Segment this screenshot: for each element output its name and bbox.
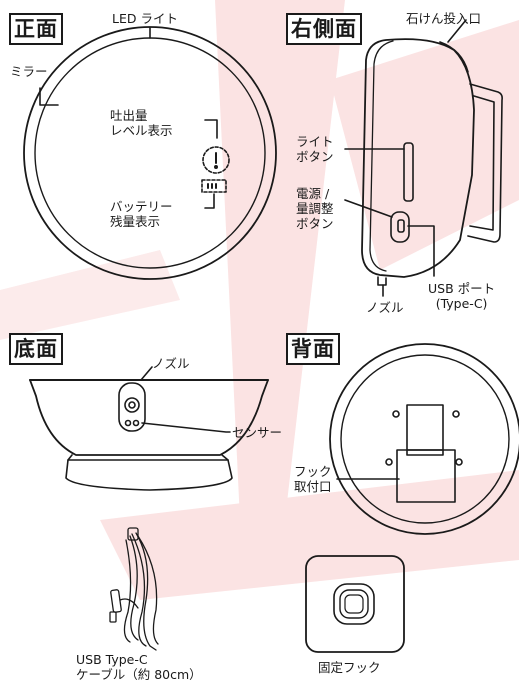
label-light-button-line2: ボタン [296, 149, 334, 164]
battery-indicator [201, 179, 227, 193]
usb-port [397, 219, 405, 233]
nozzle-sensor-housing [118, 382, 146, 432]
section-right-side: 右側面 [286, 13, 362, 45]
label-nozzle-bottom: ノズル [152, 356, 190, 371]
back-view [329, 343, 519, 535]
label-battery-line2: 残量表示 [110, 214, 161, 229]
fixed-hook [305, 555, 405, 653]
label-power-button-line1: 電源 / [296, 186, 330, 201]
light-button [403, 142, 414, 202]
right-side-view [344, 19, 503, 297]
label-usb-cable-line2: ケーブル（約 80cm） [76, 667, 202, 682]
label-mirror: ミラー [10, 64, 48, 79]
section-front: 正面 [9, 13, 63, 45]
front-view [23, 26, 277, 280]
label-nozzle-side: ノズル [366, 300, 404, 315]
label-light-button: ライト ボタン [296, 134, 334, 164]
hook-slot-upper [406, 404, 444, 456]
label-fixed-hook: 固定フック [318, 660, 381, 675]
nozzle-opening [124, 397, 140, 413]
power-button [390, 211, 410, 243]
label-output-level-line2: レベル表示 [110, 123, 173, 138]
label-led-light: LED ライト [112, 11, 178, 26]
label-usb-port-line1: USB ポート [428, 281, 496, 296]
label-power-button-line2: 量調整 [296, 201, 334, 216]
label-sensor: センサー [232, 425, 283, 440]
label-usb-port-line2: (Type-C) [435, 296, 488, 311]
label-hook-mount-line2: 取付口 [294, 479, 332, 494]
label-output-level-line1: 吐出量 [110, 108, 148, 123]
label-usb-cable: USB Type-C ケーブル（約 80cm） [76, 652, 202, 682]
section-bottom: 底面 [9, 333, 63, 365]
label-battery: バッテリー 残量表示 [110, 199, 173, 229]
label-light-button-line1: ライト [296, 134, 334, 149]
label-power-button-line3: ボタン [296, 216, 334, 231]
label-soap-inlet: 石けん投入口 [406, 11, 482, 26]
usb-cable [109, 527, 159, 651]
label-hook-mount-line1: フック [294, 464, 332, 479]
label-hook-mount: フック 取付口 [294, 464, 332, 494]
label-output-level: 吐出量 レベル表示 [110, 108, 173, 138]
output-level-indicator [202, 146, 230, 174]
label-usb-port: USB ポート (Type-C) [428, 281, 495, 311]
section-back: 背面 [286, 333, 340, 365]
sensor-dot [124, 419, 132, 427]
label-usb-cable-line1: USB Type-C [76, 652, 148, 667]
hook-slot-lower [396, 449, 456, 503]
label-battery-line1: バッテリー [110, 199, 173, 214]
label-power-button: 電源 / 量調整 ボタン [296, 186, 334, 231]
bottom-view [29, 366, 269, 491]
